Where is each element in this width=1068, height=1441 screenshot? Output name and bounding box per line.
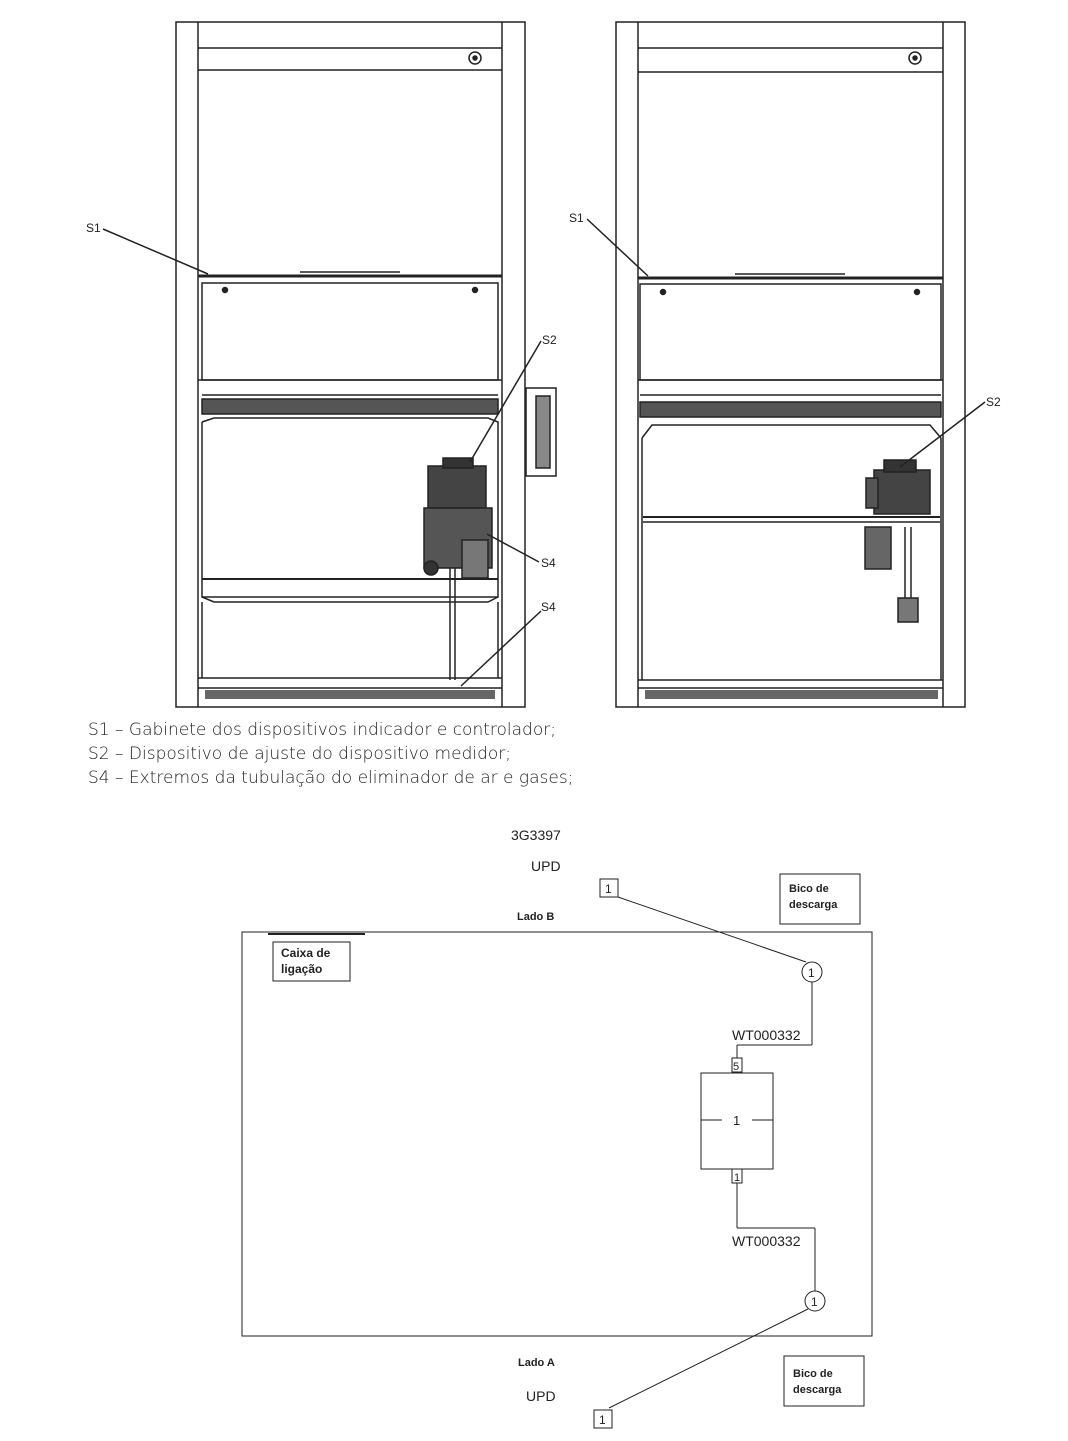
legend: S1 – Gabinete dos dispositivos indicador… (88, 718, 988, 790)
callout-s4-upper-left: S4 (541, 556, 556, 570)
pin-top: 5 (733, 1061, 739, 1073)
connector-top-inner: 1 (808, 966, 815, 980)
connector-bottom-outer: 1 (599, 1413, 606, 1427)
lock-icon (908, 51, 922, 65)
cable-top-label: WT000332 (732, 1027, 801, 1043)
wiring-diagram (241, 873, 873, 1429)
dispenser-view-left (102, 21, 557, 708)
side-a-label: Lado A (518, 1357, 555, 1369)
pin-bottom: 1 (734, 1172, 740, 1184)
callout-s1-left: S1 (86, 221, 101, 235)
nozzle-top-line2: descarga (789, 899, 838, 911)
legend-item-s1: S1 – Gabinete dos dispositivos indicador… (88, 720, 556, 740)
connector-top-outer: 1 (605, 882, 612, 896)
nozzle-top-line1: Bico de (789, 883, 829, 895)
nozzle-bottom-line1: Bico de (793, 1368, 833, 1380)
cable-bottom-label: WT000332 (732, 1233, 801, 1249)
side-b-label: Lado B (517, 911, 554, 923)
nozzle-bottom-line2: descarga (793, 1384, 842, 1396)
junction-box-line1: Caixa de (281, 946, 331, 960)
component-number: 1 (733, 1113, 740, 1128)
connector-bottom-inner: 1 (811, 1295, 818, 1309)
upd-bottom-label: UPD (526, 1388, 556, 1404)
lock-icon (468, 51, 482, 65)
callout-s4-lower-left: S4 (541, 600, 556, 614)
callout-s2-left: S2 (542, 333, 557, 347)
callout-s2-right: S2 (986, 395, 1001, 409)
upd-top-label: UPD (531, 858, 561, 874)
diagram-code: 3G3397 (511, 827, 561, 843)
junction-box-line2: ligação (281, 962, 322, 976)
legend-item-s2: S2 – Dispositivo de ajuste do dispositiv… (88, 744, 511, 764)
legend-item-s4: S4 – Extremos da tubulação do eliminador… (88, 768, 574, 788)
dispenser-view-right (586, 21, 986, 708)
callout-s1-right: S1 (569, 211, 584, 225)
